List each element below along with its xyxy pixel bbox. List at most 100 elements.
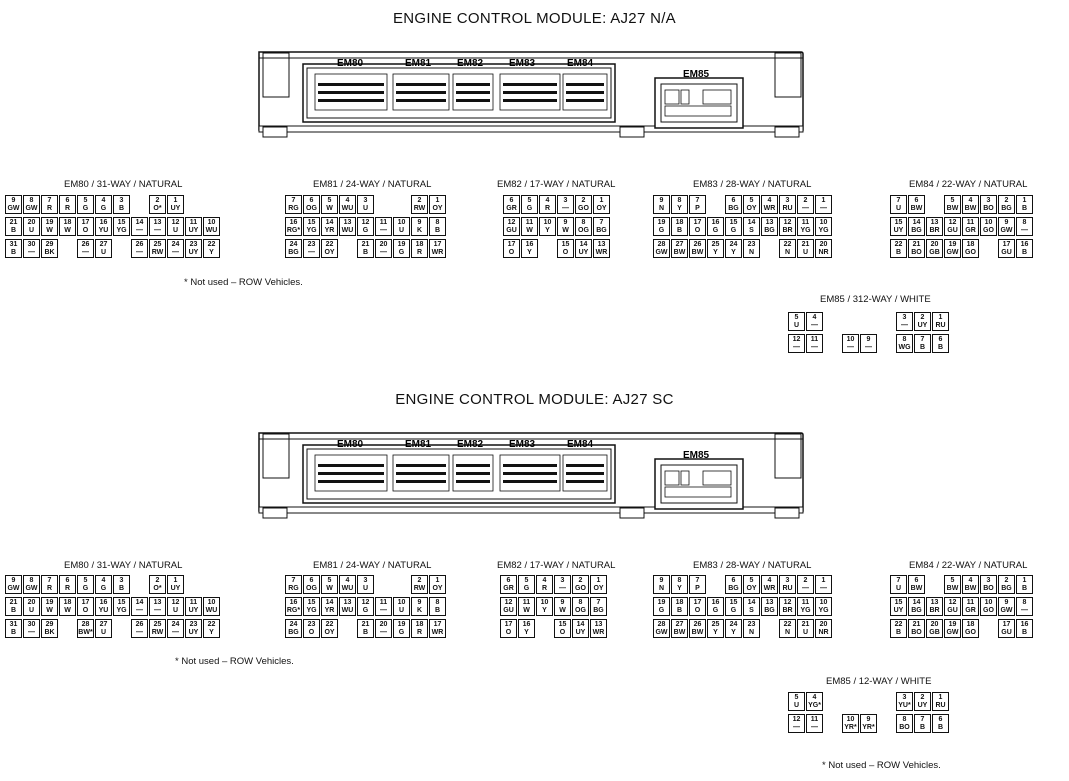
pin-color-code: GU (947, 606, 958, 614)
pin-color-code: RW (413, 584, 426, 592)
pin-number: 10 (543, 218, 552, 226)
pin-color-code: BG (288, 628, 299, 636)
em85-pin-9: 9— (860, 334, 877, 353)
pin-color-code: — (793, 343, 800, 351)
pin-color-code: YR (324, 226, 335, 234)
em80-title: EM80 / 31-WAY / NATURAL (64, 179, 183, 190)
pin-number: 13 (930, 218, 939, 226)
pin-color-code: U (895, 204, 902, 212)
pin-number: 15 (729, 218, 738, 226)
pin-gap (539, 239, 557, 258)
pin-number: 11 (522, 598, 531, 606)
pin-color-code: UY (893, 606, 904, 614)
pin-color-code: B (1021, 204, 1028, 212)
pin-number: 12 (504, 598, 513, 606)
em85-unit-label: EM85 (683, 450, 710, 461)
pin-color-code: O (308, 628, 315, 636)
pin-number: 17 (504, 620, 513, 628)
pin-color-code: — (136, 628, 143, 636)
pin-color-code: Y (713, 628, 718, 636)
em83-unit-label: EM83 (509, 58, 536, 69)
pin-color-code: UY (170, 584, 181, 592)
pin-number: 13 (930, 598, 939, 606)
pin-number: 23 (189, 240, 198, 248)
pin-number: 1 (435, 196, 440, 204)
pin-number: 14 (576, 620, 585, 628)
pin-number: 29 (45, 620, 54, 628)
pin-number: 23 (747, 620, 756, 628)
pin-number: 3 (119, 576, 124, 584)
pin-number: 2 (803, 576, 808, 584)
pin-color-code: GR (506, 204, 517, 212)
pin-color-code: BW (673, 248, 686, 256)
pin-number: 12 (792, 715, 801, 723)
pin-number: 12 (783, 218, 792, 226)
pin-number: 10 (397, 218, 406, 226)
pin-number: 6 (938, 715, 943, 723)
pin-number: 25 (153, 620, 162, 628)
pin-number: 11 (810, 335, 819, 343)
pin-color-code: UY (170, 204, 181, 212)
pin-number: 20 (379, 620, 388, 628)
pin-color-code: — (1021, 226, 1028, 234)
pin-number: 27 (675, 240, 684, 248)
pin-number: 20 (930, 620, 939, 628)
pin-number: 12 (783, 598, 792, 606)
pin-number: 1 (1022, 196, 1027, 204)
pin-color-code: O (82, 226, 89, 234)
pin-number: 26 (81, 240, 90, 248)
pin-number: 21 (801, 620, 810, 628)
pin-gap (860, 312, 878, 331)
pin-color-code: OG (306, 204, 317, 212)
pin-number: 8 (902, 335, 907, 343)
pin-number: 4 (345, 576, 350, 584)
pin-number: 7 (695, 576, 700, 584)
pin-color-code: G (658, 226, 665, 234)
pin-color-code: RG (288, 204, 299, 212)
pin-gap (842, 692, 860, 711)
pin-color-code: N (658, 584, 665, 592)
pin-color-code: K (416, 226, 423, 234)
pin-color-code: OG (578, 226, 589, 234)
pin-color-code: — (172, 248, 179, 256)
pin-number: 26 (135, 240, 144, 248)
pin-number: 9 (866, 335, 871, 343)
pin-color-code: GW (25, 204, 38, 212)
pin-number: 25 (711, 240, 720, 248)
pin-color-code: — (172, 628, 179, 636)
pin-color-code: B (362, 248, 369, 256)
ecm-unit-1: EM80 EM81 EM82 EM83 EM84 EM85 (255, 50, 805, 142)
em81-title: EM81 / 24-WAY / NATURAL (313, 179, 432, 190)
pin-number: 23 (747, 240, 756, 248)
pin-gap (393, 195, 411, 214)
